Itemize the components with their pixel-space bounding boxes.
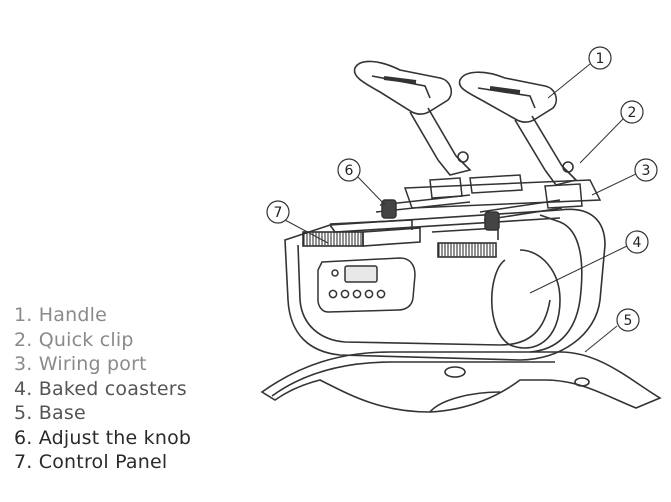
callout-7: 7 — [266, 200, 290, 224]
callout-2-label: 2 — [628, 105, 637, 121]
base-outline — [260, 351, 662, 413]
callout-7-label: 7 — [274, 205, 283, 221]
callout-lines — [284, 63, 637, 353]
callout-4: 4 — [625, 230, 649, 254]
callout-2: 2 — [620, 100, 644, 124]
callout-6: 6 — [337, 158, 361, 182]
handle-right — [458, 71, 578, 186]
machine-body — [284, 208, 606, 361]
legend-item-handle: 1. Handle — [14, 304, 107, 326]
callout-1-label: 1 — [596, 51, 605, 67]
callout-1: 1 — [588, 46, 612, 70]
callout-6-label: 6 — [345, 163, 354, 179]
handle-left — [353, 60, 472, 176]
callout-5: 5 — [616, 308, 640, 332]
legend-item-wiring-port: 3. Wiring port — [14, 353, 147, 375]
callout-4-label: 4 — [633, 235, 642, 251]
callout-5-label: 5 — [624, 313, 633, 329]
control-panel — [317, 257, 416, 313]
legend-item-quick-clip: 2. Quick clip — [14, 328, 134, 351]
callout-3-label: 3 — [642, 163, 651, 179]
parts-legend: 1. Handle 2. Quick clip 3. Wiring port 4… — [14, 303, 191, 475]
legend-item-adjust-knob: 6. Adjust the knob — [14, 426, 192, 449]
legend-item-baked-coasters: 4. Baked coasters — [14, 377, 187, 400]
legend-item-control-panel: 7. Control Panel — [14, 451, 168, 473]
upper-mechanism — [375, 174, 602, 231]
callout-3: 3 — [634, 158, 658, 182]
legend-item-base: 5. Base — [14, 402, 86, 424]
